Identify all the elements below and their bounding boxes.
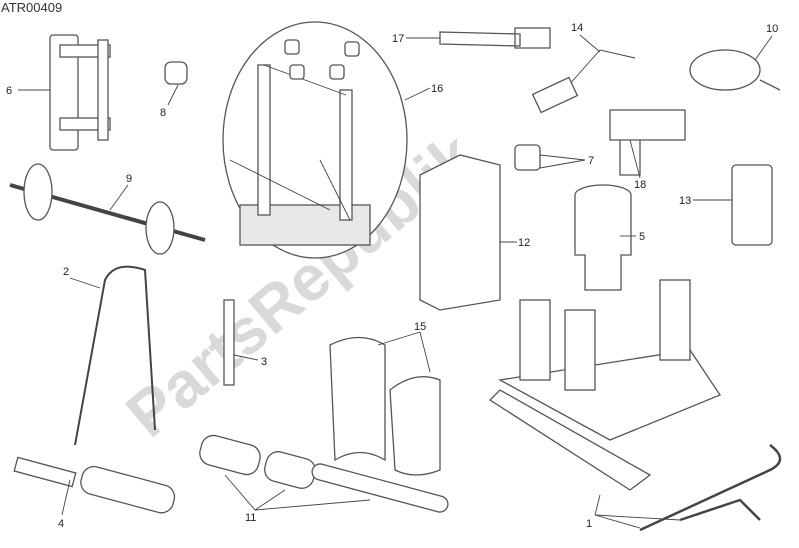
callout-15[interactable]: 15 bbox=[414, 321, 426, 333]
part-8-nut[interactable] bbox=[164, 61, 188, 85]
callout-10[interactable]: 10 bbox=[766, 23, 778, 35]
part-10-ring-spanner[interactable] bbox=[689, 49, 781, 91]
part-15-half-shells[interactable] bbox=[329, 336, 441, 476]
callout-3[interactable]: 3 bbox=[261, 356, 267, 368]
part-16-frame bbox=[229, 39, 371, 246]
diagram-code: ATR00409 bbox=[1, 0, 63, 15]
part-9-shaft[interactable] bbox=[9, 163, 206, 255]
callout-7[interactable]: 7 bbox=[588, 155, 594, 167]
part-6-bracket[interactable] bbox=[49, 34, 111, 151]
callout-1[interactable]: 1 bbox=[586, 518, 592, 530]
callout-9[interactable]: 9 bbox=[126, 173, 132, 185]
part-2-gauge[interactable] bbox=[74, 265, 156, 446]
callout-16[interactable]: 16 bbox=[431, 83, 443, 95]
callout-14[interactable]: 14 bbox=[571, 22, 583, 34]
part-13-sleeve[interactable] bbox=[731, 164, 773, 246]
part-1-lift[interactable] bbox=[488, 279, 782, 532]
part-3-adapter[interactable] bbox=[223, 299, 235, 386]
part-7-plug[interactable] bbox=[514, 144, 541, 171]
callout-13[interactable]: 13 bbox=[679, 195, 691, 207]
callout-6[interactable]: 6 bbox=[6, 85, 12, 97]
leader-lines bbox=[18, 34, 773, 529]
callout-12[interactable]: 12 bbox=[518, 237, 530, 249]
part-12-block[interactable] bbox=[419, 154, 501, 311]
part-4-drift[interactable] bbox=[13, 456, 177, 515]
part-17-wrench[interactable] bbox=[439, 27, 551, 49]
callout-4[interactable]: 4 bbox=[58, 518, 64, 530]
callout-2[interactable]: 2 bbox=[63, 266, 69, 278]
part-5-socket[interactable] bbox=[574, 184, 632, 291]
part-11-tools[interactable] bbox=[197, 433, 450, 514]
callout-8[interactable]: 8 bbox=[160, 107, 166, 119]
callout-17[interactable]: 17 bbox=[392, 33, 404, 45]
callout-18[interactable]: 18 bbox=[634, 179, 646, 191]
callout-5[interactable]: 5 bbox=[639, 231, 645, 243]
part-18-socket[interactable] bbox=[609, 109, 686, 176]
callout-11[interactable]: 11 bbox=[245, 512, 256, 524]
part-14-tool[interactable] bbox=[531, 49, 636, 114]
